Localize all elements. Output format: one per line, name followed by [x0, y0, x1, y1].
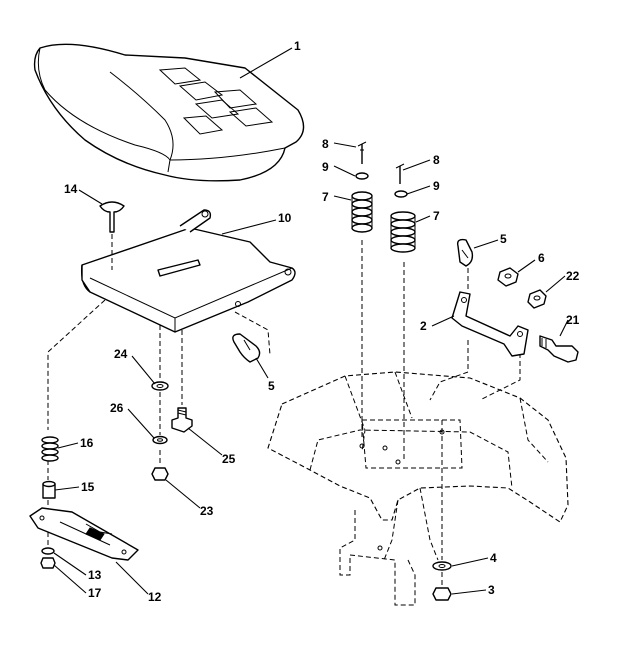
assembly-dashed-lines: [47, 234, 521, 585]
callout-10: 10: [278, 211, 292, 225]
tractor-fender-body: [267, 371, 569, 606]
callout-17: 17: [88, 586, 102, 600]
callout-6: 6: [538, 251, 545, 265]
callout-26: 26: [110, 401, 124, 415]
callout-21: 21: [566, 313, 580, 327]
pivot-bracket: [451, 291, 529, 357]
spring-16: [41, 436, 59, 462]
callout-24: 24: [114, 347, 128, 361]
callout-15: 15: [81, 480, 95, 494]
callout-1: 1: [294, 39, 301, 53]
seat-pan: [80, 209, 296, 333]
nut-17: [40, 557, 56, 569]
callout-14: 14: [64, 182, 78, 196]
nut-3: [432, 587, 452, 601]
slide-bracket: [29, 507, 139, 561]
knob-bolt: [99, 201, 125, 233]
pin-8-left: [357, 141, 367, 164]
callout-8b: 8: [433, 153, 440, 167]
callout-leaders: [53, 47, 569, 595]
pin-8-right: [395, 163, 405, 184]
callout-22: 22: [566, 269, 580, 283]
washer-24: [151, 381, 169, 391]
clip-left: [232, 333, 261, 363]
spring-7-right: [390, 211, 416, 253]
callout-5b: 5: [500, 232, 507, 246]
nut-23: [151, 467, 169, 481]
washer-9-right: [394, 190, 408, 198]
callout-8a: 8: [322, 137, 329, 151]
callout-7b: 7: [433, 209, 440, 223]
callout-9b: 9: [433, 179, 440, 193]
callout-4: 4: [490, 551, 497, 565]
callout-9a: 9: [322, 160, 329, 174]
callout-labels: 1 8 9 7 8 9 7 5 6 22 2 21 4 3 10 14 5 24…: [64, 39, 580, 604]
washer-4: [432, 561, 452, 571]
nut-22: [527, 289, 547, 309]
bushing-15: [42, 480, 56, 499]
shoulder-bolt-21: [539, 335, 579, 363]
callout-7a: 7: [322, 190, 329, 204]
washer-13: [41, 547, 55, 555]
washer-9-left: [355, 172, 369, 180]
seat: [33, 43, 305, 182]
callout-13: 13: [88, 568, 102, 582]
washer-26: [152, 435, 168, 445]
callout-5a: 5: [268, 379, 275, 393]
nut-6: [497, 267, 519, 287]
bolt-25: [171, 407, 193, 433]
callout-25: 25: [222, 452, 236, 466]
callout-3: 3: [488, 583, 495, 597]
callout-2: 2: [420, 319, 427, 333]
clip-right: [456, 238, 474, 267]
callout-12: 12: [148, 590, 162, 604]
spring-7-left: [351, 191, 373, 233]
callout-23: 23: [200, 504, 214, 518]
callout-16: 16: [80, 436, 94, 450]
